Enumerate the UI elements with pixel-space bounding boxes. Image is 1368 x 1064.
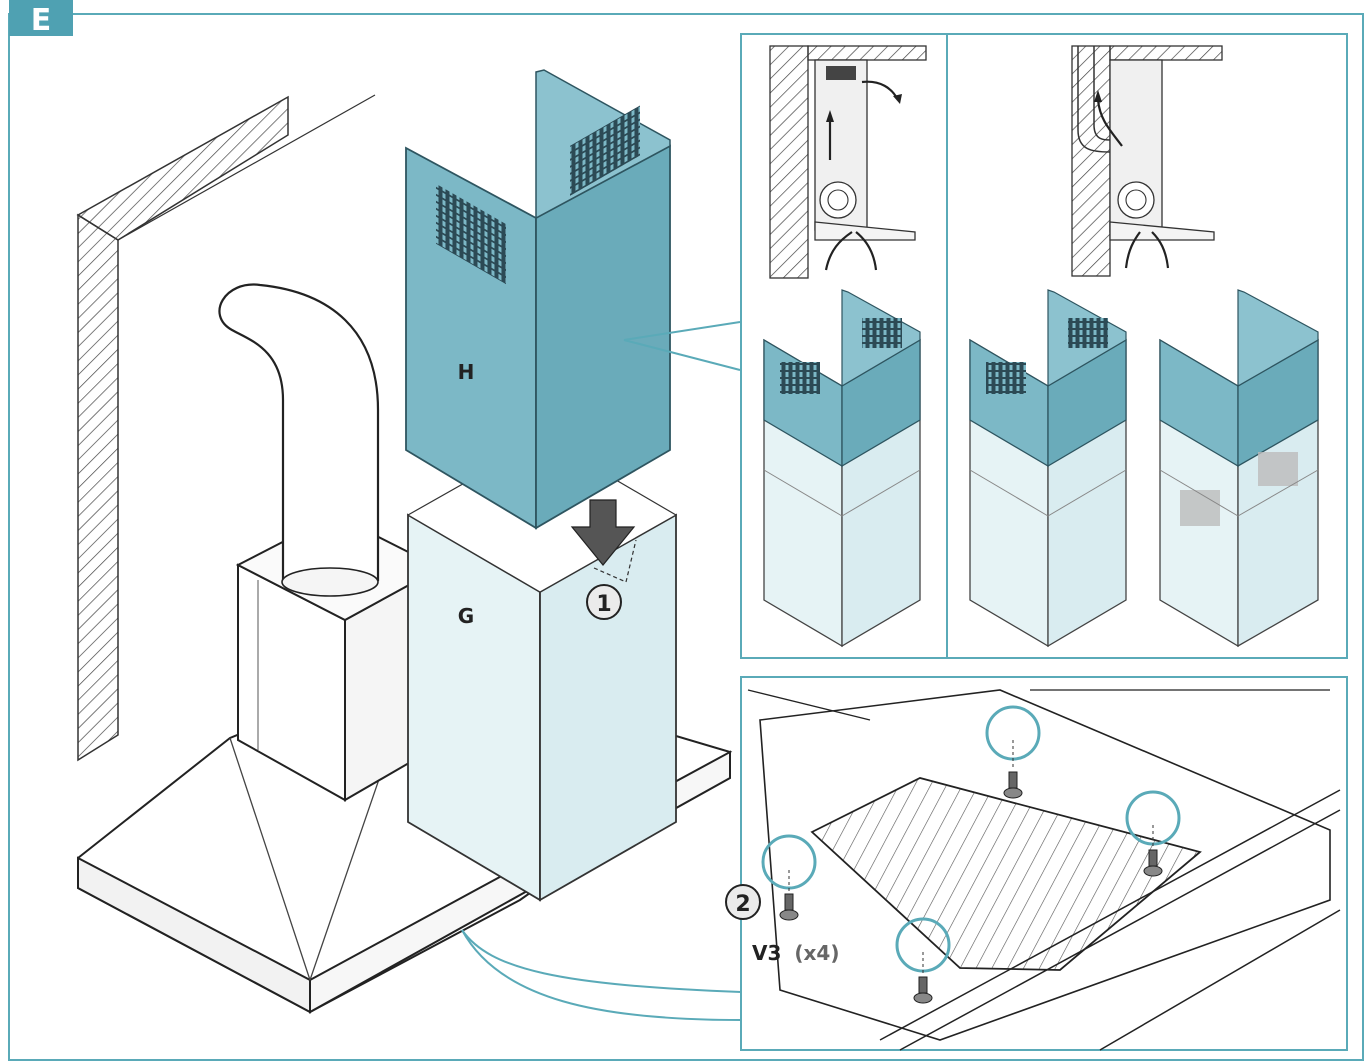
venting-options-panel: [740, 33, 1348, 659]
vent-grille-left: [436, 183, 506, 285]
screw-2: [1143, 825, 1163, 877]
ducted-section: [1071, 45, 1223, 277]
step1-number: 1: [596, 592, 611, 617]
chimney-variant-ducted-b: [1159, 289, 1319, 648]
screw-code: V3: [752, 941, 781, 965]
wall-hatching: [77, 213, 119, 762]
chimney-variant-recirculation: [763, 289, 921, 648]
step2-badge: [725, 884, 761, 920]
grease-filter: [810, 777, 1202, 971]
vent-grille-right: [570, 105, 640, 196]
step2-number: 2: [735, 892, 750, 917]
screw-quantity: (x4): [794, 941, 839, 965]
screw-4: [913, 952, 933, 1004]
recirculation-section: [769, 45, 927, 279]
section-badge: [9, 0, 73, 36]
main-illustration: [76, 69, 741, 1014]
wall-top-hatching: [76, 95, 289, 241]
part-label-h: H: [458, 360, 475, 384]
part-label-g: G: [458, 604, 474, 628]
outer-frame: [8, 13, 1364, 1061]
filter-screw-panel: [461, 676, 1348, 1051]
insert-arrow: [570, 499, 636, 566]
section-letter: E: [31, 3, 52, 38]
chimney-variant-ducted-a: [969, 289, 1127, 648]
step1-badge: [586, 584, 622, 620]
screw-1: [1003, 740, 1023, 799]
screw-label: V3 (x4): [752, 941, 839, 965]
exhaust-duct: [218, 283, 380, 582]
screw-3: [779, 870, 799, 921]
